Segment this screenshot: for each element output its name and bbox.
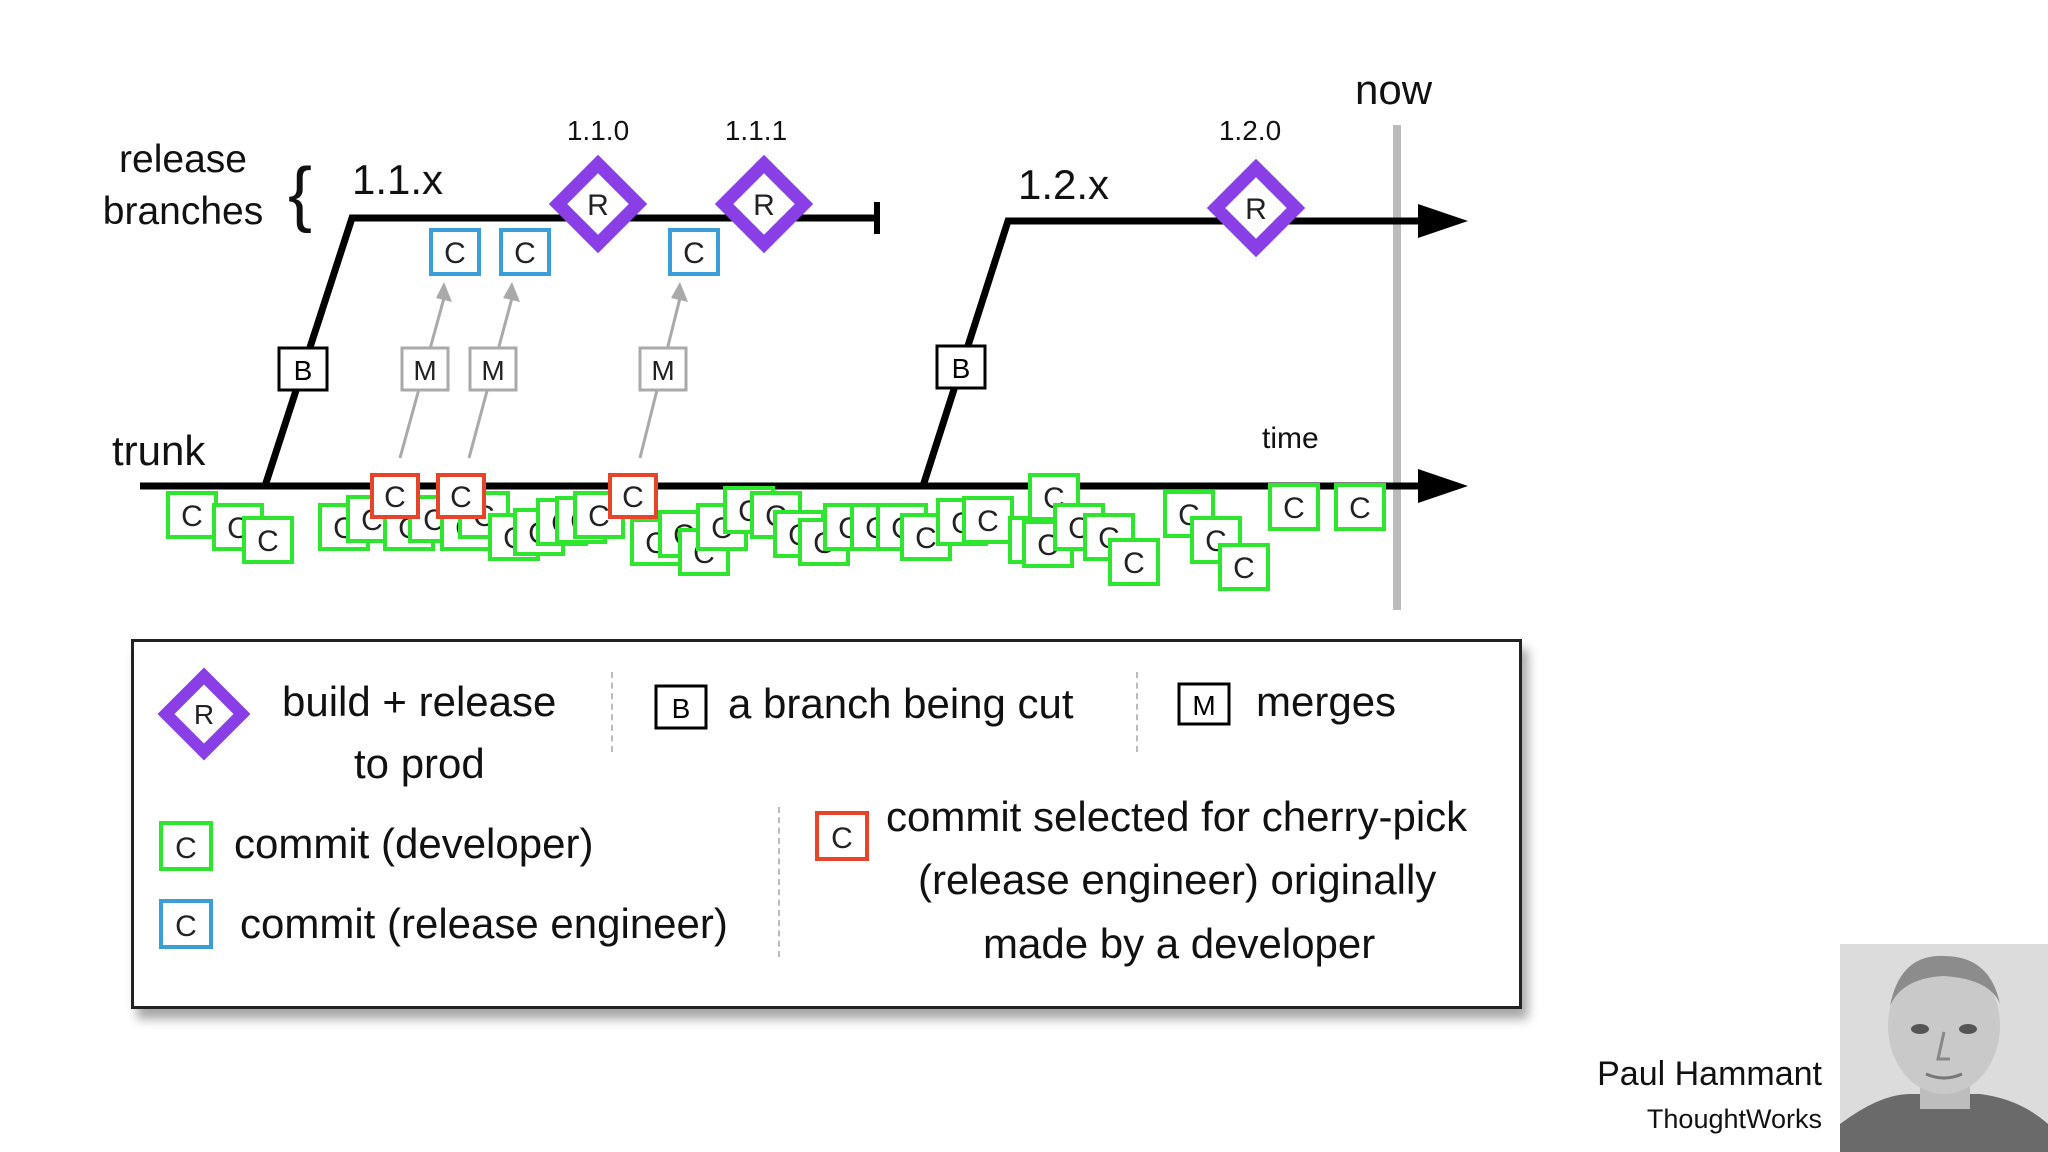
release-version-1-1-1: 1.1.1 [725,115,787,146]
branch-label-1-2-x: 1.2.x [1018,161,1109,208]
trunk-arrowhead [1418,469,1468,503]
svg-text:C: C [977,505,999,538]
legend-divider-1 [611,672,613,752]
presenter-photo [1840,944,2048,1152]
cherry-pick-commit-1: C [370,473,420,519]
merge-marker-3: M [638,346,688,392]
legend-commit-cherry-box: C [815,811,869,861]
legend-merges-text: merges [1256,678,1397,725]
legend-merge-box-letter: M [1192,690,1215,721]
legend-commit-release-box: C [159,899,213,949]
svg-text:C: C [181,500,203,533]
developer-commit-39: C [1334,483,1386,531]
presenter-photo-drawing [1840,944,2048,1152]
legend-commit-release-letter: C [175,910,197,943]
svg-text:C: C [514,237,536,270]
release-engineer-commit-2: C [499,228,551,276]
release-branch-1-2-x-arrowhead [1418,204,1468,238]
svg-text:R: R [753,189,775,222]
svg-text:C: C [1349,492,1371,525]
trunk-commits: CCCCCCCCCCCCCCCCCCCCCCCCCCCCCCCCCCCCCCCC… [166,473,1386,591]
branch-label-1-1-x: 1.1.x [352,156,443,203]
legend-cherry-text-2: (release engineer) originally [918,856,1437,903]
svg-text:M: M [481,355,504,386]
release-engineer-commit-3: C [668,228,720,276]
release-marker-1-1-1: R [714,154,814,254]
svg-text:C: C [450,481,472,514]
legend-commit-release-text: commit (release engineer) [240,900,728,947]
developer-commit-37: C [1218,543,1270,591]
time-label: time [1262,422,1319,455]
svg-text:M: M [651,355,674,386]
now-line [1393,125,1401,610]
legend-cherry-text-1: commit selected for cherry-pick [886,793,1468,840]
developer-commit-38: C [1268,483,1320,531]
branch-marker-1: B [277,346,329,392]
legend-commit-developer-box: C [159,821,213,871]
presenter-organization: ThoughtWorks [1646,1104,1822,1134]
release-version-1-1-0: 1.1.0 [567,115,629,146]
legend-release-diamond-letter: R [194,699,214,730]
developer-commit-3: C [242,516,294,564]
developer-commit-34: C [1108,538,1160,586]
release-marker-1-1-0: R [548,154,648,254]
legend-branch-box-letter: B [672,693,691,724]
developer-commit-28: C [962,496,1014,544]
branch-marker-2: B [935,344,987,390]
release-version-1-2-0: 1.2.0 [1219,115,1281,146]
release-branches-label-line2: branches [103,190,263,233]
now-label: now [1355,66,1433,113]
release-branch-1-2-x-line [919,217,1425,488]
legend-branch-text: a branch being cut [728,680,1074,727]
merge-marker-1: M [400,346,450,392]
svg-text:C: C [622,481,644,514]
developer-commit-1: C [166,491,218,539]
legend-release-diamond: R [157,667,251,761]
legend-merge-box: M [1177,682,1231,726]
cherry-pick-commit-3: C [608,473,658,519]
legend-branch-box: B [654,684,708,730]
legend-release-text-1: build + release [282,678,557,725]
svg-text:C: C [384,481,406,514]
legend-divider-2 [1136,672,1138,752]
presenter-name: Paul Hammant [1597,1055,1822,1093]
merge-marker-2: M [468,346,518,392]
svg-text:B: B [952,353,971,384]
legend: R build + release to prod B a branch bei… [131,639,1522,1009]
svg-text:C: C [588,500,610,533]
svg-text:B: B [294,355,313,386]
release-branch-1-1-x-line [261,214,877,488]
legend-cherry-text-3: made by a developer [983,920,1376,967]
svg-text:C: C [1283,492,1305,525]
svg-text:C: C [257,525,279,558]
legend-commit-developer-letter: C [175,832,197,865]
release-engineer-commit-1: C [429,228,481,276]
legend-release-text-2: to prod [354,740,485,787]
release-marker-1-2-0: R [1206,158,1306,258]
svg-text:C: C [683,237,705,270]
svg-text:C: C [915,522,937,555]
svg-text:R: R [587,189,609,222]
release-branches-label-line1: release [119,138,247,181]
svg-text:R: R [1245,193,1267,226]
cherry-pick-commit-2: C [436,473,486,519]
svg-text:C: C [1123,547,1145,580]
svg-text:C: C [444,237,466,270]
svg-text:M: M [413,355,436,386]
legend-divider-3 [778,807,780,957]
svg-text:C: C [1233,552,1255,585]
legend-commit-cherry-letter: C [831,822,853,855]
legend-commit-developer-text: commit (developer) [234,820,594,867]
trunk-label: trunk [112,427,206,474]
release-branches-brace: { [288,154,312,234]
